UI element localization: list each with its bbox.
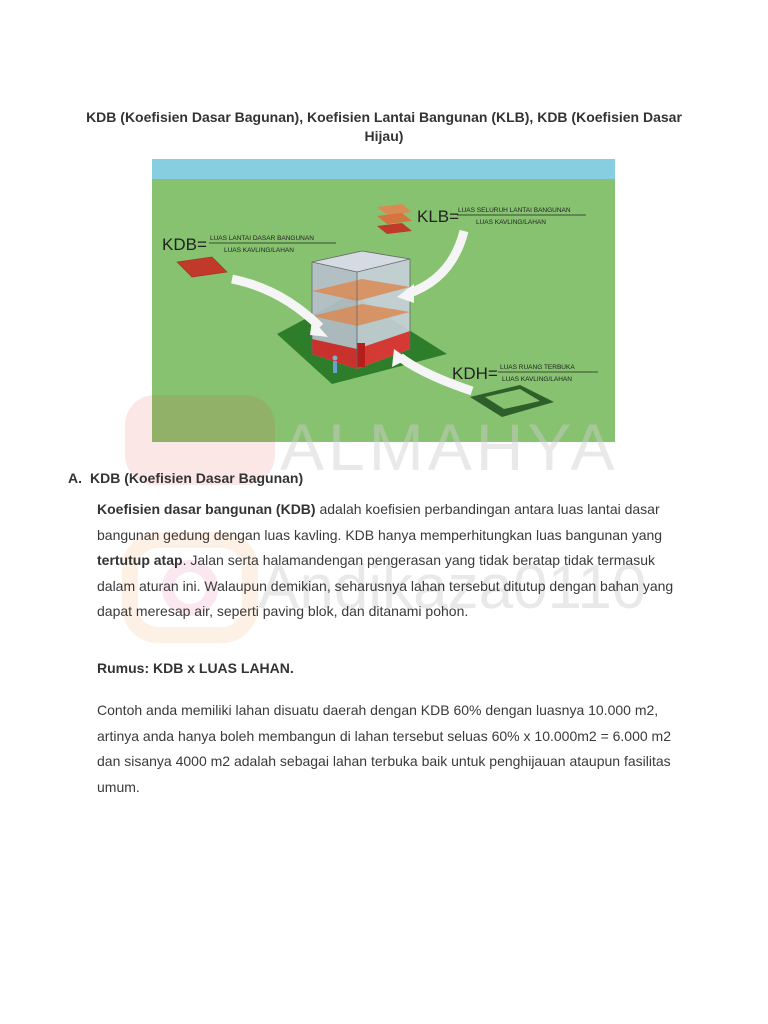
kdh-open-area-swatch [470, 385, 554, 417]
kdb-formula-denominator: LUAS KAVLING/LAHAN [224, 247, 294, 254]
section-number: A. [68, 470, 82, 486]
kdb-area-swatch [176, 256, 228, 278]
kdb-klb-kdh-diagram: KDB= LUAS LANTAI DASAR BANGUNAN LUAS KAV… [152, 159, 615, 442]
kdb-term: Koefisien dasar bangunan (KDB) [97, 501, 316, 517]
klb-formula-label: KLB= [417, 207, 459, 226]
sky-band [152, 159, 615, 181]
kdb-formula-numerator: LUAS LANTAI DASAR BANGUNAN [210, 235, 314, 242]
kdh-formula-numerator: LUAS RUANG TERBUKA [500, 364, 575, 371]
paragraph-text: . Jalan serta halamandengan pengerasan y… [97, 552, 674, 619]
door [357, 343, 365, 367]
kdb-arrow [231, 274, 324, 331]
formula-line: Rumus: KDB x LUAS LAHAN. [97, 660, 294, 676]
kdh-formula-denominator: LUAS KAVLING/LAHAN [502, 376, 572, 383]
tertutup-atap-term: tertutup atap [97, 552, 183, 568]
example-paragraph: Contoh anda memiliki lahan disuatu daera… [97, 702, 671, 795]
section-a-heading: A. KDB (Koefisien Dasar Bagunan) [68, 470, 303, 486]
floor-2 [312, 304, 410, 326]
kdb-formula-label: KDB= [162, 235, 207, 254]
kdb-definition-paragraph: Koefisien dasar bangunan (KDB) adalah ko… [97, 497, 687, 625]
klb-formula-denominator: LUAS KAVLING/LAHAN [476, 219, 546, 226]
klb-stacked-swatches [377, 204, 412, 234]
paragraph-text: adalah koefisien perbandingan antara lua… [97, 501, 663, 543]
page-title: KDB (Koefisien Dasar Bagunan), Koefisien… [86, 109, 682, 144]
klb-formula-numerator: LUAS SELURUH LANTAI BANGUNAN [458, 207, 571, 214]
person-figure [332, 355, 338, 373]
floor-3 [312, 279, 410, 301]
ground-floor-right [357, 331, 410, 369]
ground-floor-left [312, 339, 357, 369]
kdh-formula-label: KDH= [452, 364, 498, 383]
klb-arrow [405, 229, 469, 299]
section-title: KDB (Koefisien Dasar Bagunan) [90, 470, 304, 486]
